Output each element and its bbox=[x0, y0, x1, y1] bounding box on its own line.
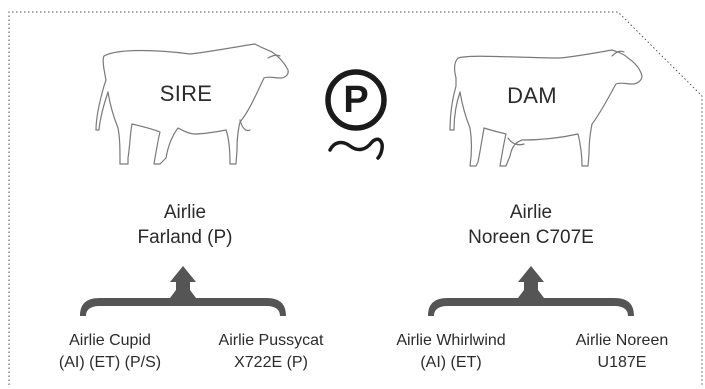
dam-name: Airlie Noreen C707E bbox=[426, 200, 636, 250]
dam-parent-1: Airlie Whirlwind (AI) (ET) bbox=[368, 330, 534, 374]
sire-parent-arrow bbox=[80, 266, 286, 316]
sire-parent-2-line-1: Airlie Pussycat bbox=[218, 332, 324, 349]
sire-name-line-1: Airlie bbox=[163, 202, 207, 223]
sire-name-line-2: Farland (P) bbox=[137, 227, 233, 248]
dam-name-line-2: Noreen C707E bbox=[468, 227, 594, 248]
sire-parent-1-line-2: (AI) (ET) (P/S) bbox=[58, 354, 162, 371]
polled-badge-icon bbox=[325, 69, 387, 160]
sire-name: Airlie Farland (P) bbox=[90, 200, 280, 250]
cow-silhouette-icon bbox=[449, 49, 643, 167]
dam-name-line-1: Airlie bbox=[509, 202, 553, 223]
sire-parent-2: Airlie Pussycat X722E (P) bbox=[196, 330, 346, 374]
sire-parent-1-line-1: Airlie Cupid bbox=[69, 332, 151, 349]
sire-parent-2-line-2: X722E (P) bbox=[234, 354, 308, 371]
dam-parent-2-line-1: Airlie Noreen bbox=[575, 332, 669, 349]
dam-label: DAM bbox=[507, 83, 557, 108]
sire-label: SIRE bbox=[159, 81, 213, 106]
card-border bbox=[8, 11, 703, 385]
polled-badge-letter: P bbox=[343, 79, 369, 121]
sire-parent-1: Airlie Cupid (AI) (ET) (P/S) bbox=[40, 330, 180, 374]
dam-parent-2-line-2: U187E bbox=[597, 354, 647, 371]
dam-parent-arrow bbox=[428, 266, 634, 316]
dam-parent-1-line-1: Airlie Whirlwind bbox=[396, 332, 506, 349]
bull-silhouette-icon bbox=[95, 43, 289, 165]
dam-parent-1-line-2: (AI) (ET) bbox=[420, 354, 482, 371]
dam-parent-2: Airlie Noreen U187E bbox=[552, 330, 692, 374]
